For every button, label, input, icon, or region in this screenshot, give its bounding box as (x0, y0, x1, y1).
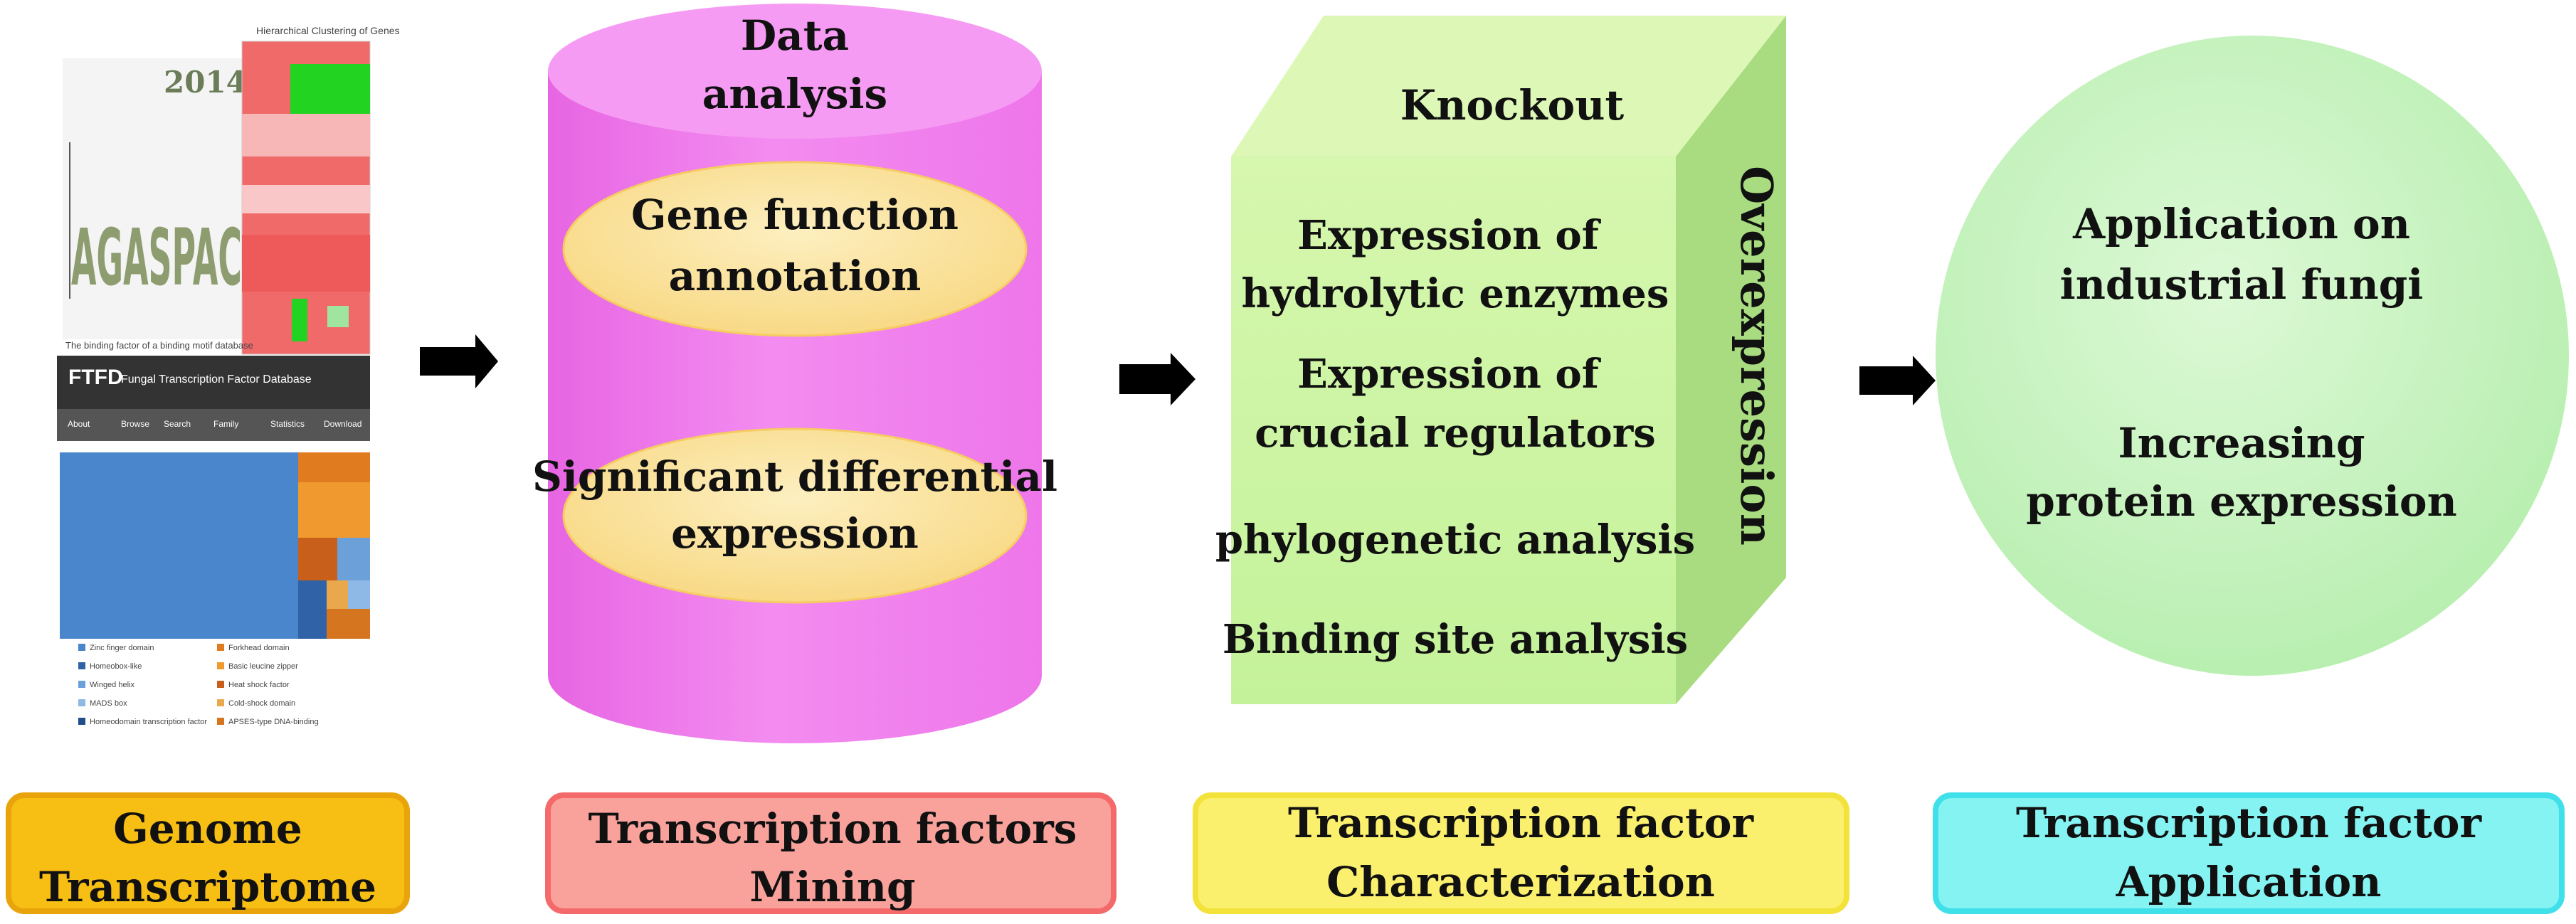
ftfd-menu-search: Search (164, 419, 191, 429)
item-regulators-line1: Expression of (1297, 351, 1602, 398)
motif-logo-panel (63, 58, 248, 339)
arrow-right-icon (1859, 356, 1936, 405)
item-binding-site: Binding site analysis (1223, 616, 1688, 663)
application-line2: industrial fungi (2060, 260, 2424, 309)
stage-label-genome: Genome Transcriptome (6, 792, 410, 914)
legend-item: Basic leucine zipper (228, 662, 298, 671)
stage-label-line2: Application (2116, 858, 2382, 906)
knockout-label: Knockout (1400, 81, 1625, 129)
ftfd-title: Fungal Transcription Factor Database (121, 373, 312, 386)
differential-expression-ellipse (562, 428, 1028, 604)
cube-front-face (1231, 156, 1676, 704)
application-oval: Application on industrial fungi Increasi… (1936, 36, 2569, 676)
application-line1: Application on (2072, 200, 2410, 248)
stage-label-application: Transcription factor Application (1933, 792, 2565, 914)
legend-item: Cold-shock domain (228, 699, 295, 708)
legend-item: Zinc finger domain (90, 644, 154, 652)
legend-item: APSES-type DNA-binding (228, 718, 319, 726)
treemap (60, 452, 370, 639)
ftfd-logo: FTFD (68, 366, 123, 389)
legend-item: Homeobox-like (90, 662, 142, 671)
arrow-right-icon (1119, 353, 1195, 405)
increasing-line2: protein expression (2026, 477, 2457, 526)
legend-item: MADS box (90, 699, 127, 708)
ftfd-menu-about: About (68, 419, 90, 429)
data-analysis-cylinder: Data analysis Gene function annotation S… (532, 4, 1057, 743)
characterization-cube: Knockout Overexpression Expression of hy… (1215, 16, 1786, 704)
cube-side-face (1676, 16, 1786, 704)
ftfd-menu-download: Download (324, 419, 361, 429)
legend-item: Homeodomain transcription factor (90, 718, 207, 726)
item-phylogenetic: phylogenetic analysis (1215, 516, 1695, 563)
stage-label-line1: Transcription factor (2016, 799, 2483, 847)
stage-label-line2: Characterization (1326, 858, 1715, 906)
cylinder-title-line1: Data (741, 11, 849, 60)
stage-label-characterization: Transcription factor Characterization (1193, 792, 1849, 914)
stage-label-line1: Genome (113, 804, 302, 853)
cylinder-title-line2: analysis (702, 70, 887, 118)
stage-label-line1: Transcription factors (588, 804, 1077, 853)
ftfd-menu-statistics: Statistics (270, 419, 305, 429)
gene-function-line2: annotation (669, 252, 922, 300)
item-regulators-line2: crucial regulators (1255, 410, 1656, 457)
increasing-line1: Increasing (2118, 419, 2365, 467)
cube-top-face (1231, 16, 1786, 156)
data-collage: 2014 AGASPAC Hierarchical Clustering of … (57, 25, 400, 726)
stage-label-line2: Mining (749, 863, 915, 911)
heatmap-title: Hierarchical Clustering of Genes (256, 25, 400, 36)
item-hydrolytic-line1: Expression of (1297, 212, 1602, 259)
ftfd-menu-family: Family (213, 419, 238, 429)
arrow-right-icon (420, 334, 498, 388)
ftfd-menu-browse: Browse (121, 419, 149, 429)
stage-label-mining: Transcription factors Mining (545, 792, 1117, 914)
legend-item: Forkhead domain (228, 644, 290, 652)
treemap-legend: Zinc finger domain Homeobox-like Winged … (78, 644, 319, 726)
gene-function-line1: Gene function (631, 191, 959, 239)
stage-label-line1: Transcription factor (1288, 799, 1755, 847)
gene-function-ellipse (562, 161, 1028, 337)
overexpression-label: Overexpression (1731, 166, 1783, 546)
motif-letters: AGASPAC (71, 212, 242, 303)
collage-year: 2014 (164, 65, 247, 100)
legend-item: Heat shock factor (228, 681, 290, 689)
collage-caption: The binding factor of a binding motif da… (65, 340, 253, 351)
legend-item: Winged helix (90, 681, 134, 689)
stage-label-line2: Transcriptome (39, 863, 376, 911)
item-hydrolytic-line2: hydrolytic enzymes (1242, 270, 1669, 317)
differential-line2: expression (671, 509, 919, 558)
differential-line1: Significant differential (532, 452, 1057, 501)
